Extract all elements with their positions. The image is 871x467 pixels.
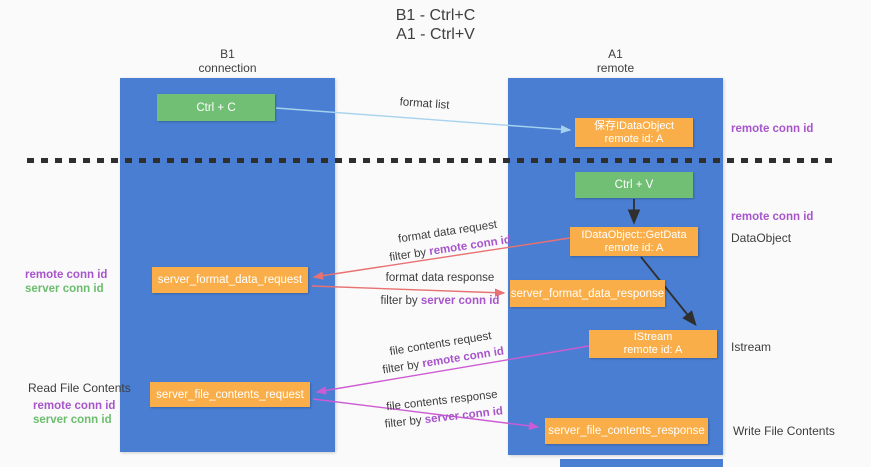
server-format-data-response-box: server_format_data_response bbox=[510, 280, 665, 307]
server-conn-id-label-left-2: server conn id bbox=[33, 414, 112, 426]
ctrl-v-label: Ctrl + V bbox=[614, 179, 654, 191]
istream-line2: remote id: A bbox=[623, 344, 683, 356]
istream-line1: IStream bbox=[633, 331, 673, 343]
title-line-2: A1 - Ctrl+V bbox=[396, 26, 475, 43]
column-header-b1: B1 connection bbox=[120, 47, 335, 75]
read-file-contents-label: Read File Contents bbox=[28, 381, 131, 395]
remote-conn-id-label-top-right: remote conn id bbox=[731, 123, 814, 135]
filter-by-text: filter by bbox=[380, 295, 421, 307]
server-conn-id-label-left-1: server conn id bbox=[25, 283, 104, 295]
title-line-1: B1 - Ctrl+C bbox=[395, 7, 476, 24]
server-file-contents-response-box: server_file_contents_response bbox=[545, 418, 708, 444]
server-conn-id-key: server conn id bbox=[420, 295, 500, 307]
filter-by-text: filter by bbox=[381, 358, 424, 377]
column-b1-subtitle: connection bbox=[198, 61, 257, 75]
filter-by-text: filter by bbox=[384, 414, 426, 431]
remote-conn-id-label-left-1: remote conn id bbox=[25, 269, 108, 281]
column-b1-name: B1 bbox=[220, 47, 235, 61]
server-format-data-request-box: server_format_data_request bbox=[152, 267, 308, 293]
ctrl-c-box: Ctrl + C bbox=[157, 94, 275, 121]
istream-side-label: Istream bbox=[731, 340, 772, 354]
istream-box: IStream remote id: A bbox=[589, 330, 717, 358]
column-header-a1: A1 remote bbox=[508, 47, 723, 75]
save-dataobject-box: 保存IDataObject remote id: A bbox=[575, 118, 693, 147]
write-file-contents-label: Write File Contents bbox=[733, 424, 835, 438]
file-contents-response-label: file contents response filter by server … bbox=[367, 385, 520, 436]
save-dataobject-line1: 保存IDataObject bbox=[593, 119, 675, 132]
ctrl-v-box: Ctrl + V bbox=[575, 172, 693, 198]
format-list-label: format list bbox=[399, 96, 450, 112]
filter-by-text: filter by bbox=[388, 246, 431, 264]
column-a1-subtitle: remote bbox=[596, 61, 635, 75]
server-file-contents-request-label: server_file_contents_request bbox=[156, 388, 304, 401]
format-data-response-filter: filter by server conn id bbox=[360, 294, 520, 308]
format-data-response-text: format data response bbox=[385, 272, 495, 284]
dataobject-label: DataObject bbox=[731, 231, 792, 245]
server-format-data-response-label: server_format_data_response bbox=[510, 287, 665, 300]
server-file-contents-request-box: server_file_contents_request bbox=[150, 382, 310, 407]
lifeline-column-a1-bottom-strip bbox=[560, 459, 723, 467]
save-dataobject-line2: remote id: A bbox=[604, 132, 664, 145]
session-separator-dashed-line bbox=[27, 158, 833, 163]
remote-conn-id-label-left-2: remote conn id bbox=[33, 400, 116, 412]
file-contents-request-label: file contents request filter by remote c… bbox=[370, 325, 514, 380]
ctrl-c-label: Ctrl + C bbox=[196, 101, 236, 114]
getdata-box: IDataObject::GetData remote id: A bbox=[570, 227, 698, 256]
remote-conn-id-label-mid-right: remote conn id bbox=[731, 211, 814, 223]
getdata-line2: remote id: A bbox=[604, 241, 664, 254]
server-format-data-request-label: server_format_data_request bbox=[157, 274, 303, 286]
getdata-line1: IDataObject::GetData bbox=[581, 228, 687, 241]
format-data-response-label: format data response filter by server co… bbox=[360, 271, 520, 308]
server-file-contents-response-label: server_file_contents_response bbox=[548, 425, 705, 437]
diagram-title: B1 - Ctrl+C A1 - Ctrl+V bbox=[0, 6, 871, 44]
column-a1-name: A1 bbox=[608, 47, 623, 61]
format-data-request-label: format data request filter by remote con… bbox=[378, 214, 520, 268]
